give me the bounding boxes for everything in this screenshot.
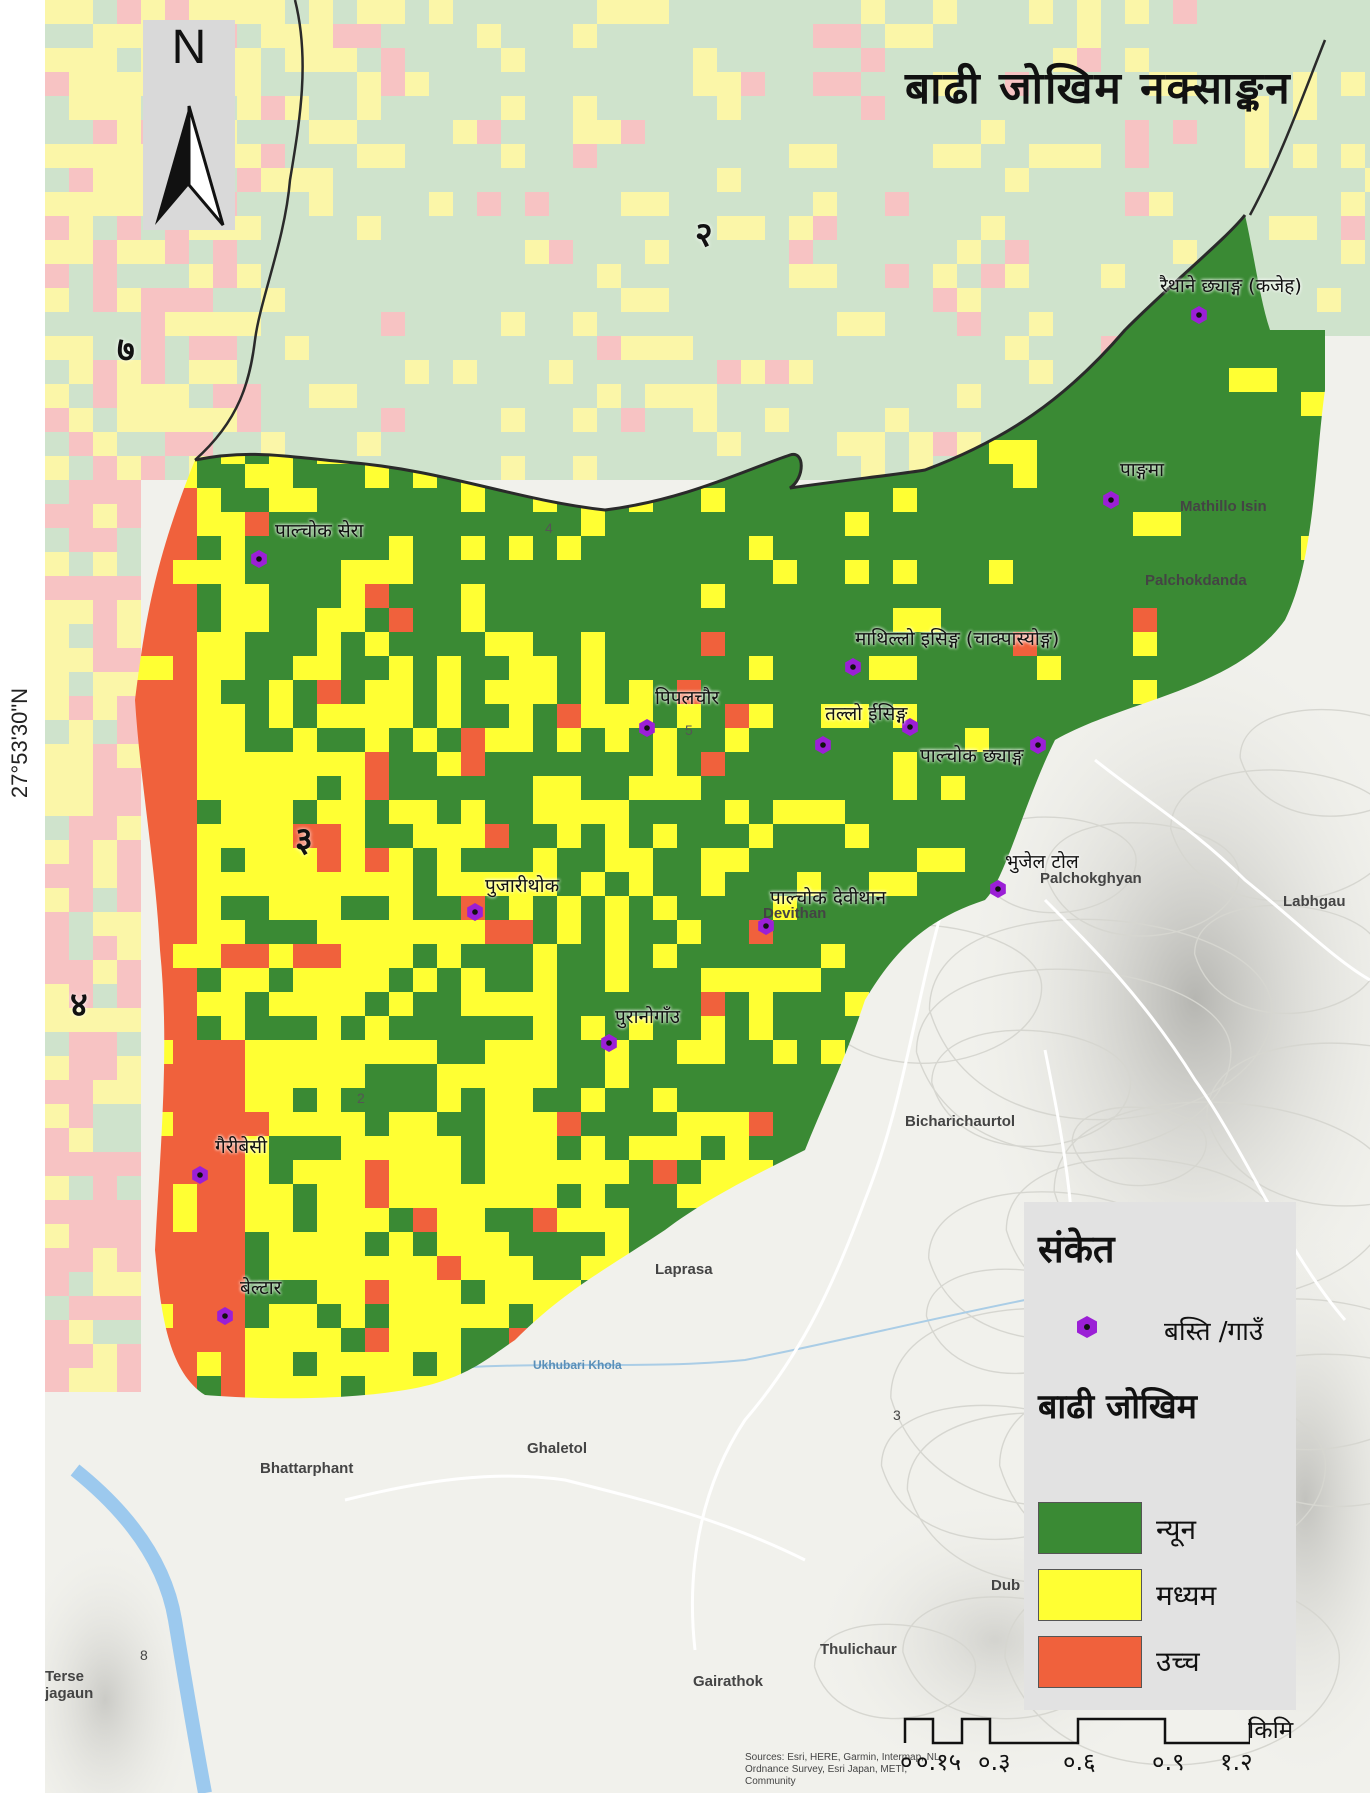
- basemap-label-ukhubari-khola: Ukhubari Khola: [533, 1358, 622, 1372]
- legend-class-low: न्यून: [1156, 1513, 1197, 1546]
- settlement-marker-beltar[interactable]: [217, 1307, 233, 1325]
- settlement-label-pipalchaur[interactable]: पिपलचौर: [655, 687, 720, 709]
- scale-bar: किमि ० ०.१५ ०.३ ०.६ ०.९ १.२: [900, 1715, 1300, 1785]
- basemap-label-laprasa: Laprasa: [655, 1261, 713, 1278]
- scale-tick-4: ०.९: [1152, 1748, 1185, 1776]
- settlement-marker-gauribesi[interactable]: [192, 1166, 208, 1184]
- legend-swatch-low: [1038, 1502, 1142, 1554]
- ward-boundary-7-2: [194, 0, 304, 461]
- legend-swatch-medium: [1038, 1569, 1142, 1621]
- ward-boundary-2-3: [194, 214, 1247, 512]
- settlement-label-palchok-sera[interactable]: पाल्चोक सेरा: [275, 520, 364, 542]
- north-arrow: N: [143, 20, 235, 230]
- basemap-label-bicharichaurtol: Bicharichaurtol: [905, 1113, 1016, 1130]
- grid-number-5: 5: [685, 722, 693, 738]
- settlement-label-puranogaun[interactable]: पुरानोगाँउ: [615, 1006, 680, 1028]
- settlement-marker-pujarithok[interactable]: [467, 903, 483, 921]
- settlement-label-palchok-devithan[interactable]: पाल्चोक देवीथान: [770, 887, 887, 909]
- settlement-marker-palchok-devithan[interactable]: [758, 917, 774, 935]
- basemap-label-devithan: Devithan: [763, 905, 827, 922]
- settlement-label-raithane-chhyang[interactable]: रैथाने छ्याङ्ग (कजेह): [1160, 275, 1302, 297]
- map-title: बाढी जोखिम नक्साङ्कन: [905, 63, 1292, 114]
- settlement-marker-mathillo-ising[interactable]: [845, 658, 861, 676]
- road-number-3: 3: [893, 1407, 901, 1423]
- latitude-label: 27°53'30"N: [7, 687, 32, 799]
- legend-class-medium: मध्यम: [1156, 1579, 1217, 1612]
- basemap-label-palchokghyan: Palchokghyan: [1040, 870, 1142, 887]
- legend-class-high: उच्च: [1156, 1645, 1200, 1678]
- map-legend: संकेत बस्ति /गाउँ बाढी जोखिम न्यून मध्यम…: [1024, 1202, 1296, 1710]
- road-number-8: 8: [140, 1647, 148, 1663]
- scale-tick-0: ०: [900, 1748, 913, 1776]
- basemap-label-ghaletol: Ghaletol: [527, 1440, 588, 1457]
- basemap-label-mathillo-isin: Mathillo Isin: [1180, 498, 1267, 515]
- settlement-marker-raithane-chhyang[interactable]: [1191, 306, 1207, 324]
- basemap-label-palchokdanda: Palchokdanda: [1145, 572, 1247, 589]
- river: [70, 1464, 212, 1793]
- legend-risk-title: बाढी जोखिम: [1038, 1387, 1197, 1427]
- settlement-label-mathillo-ising[interactable]: माथिल्लो इसिङ्ग (चाक्पास्योङ्ग): [855, 628, 1060, 650]
- settlement-label-gauribesi[interactable]: गैरीबेसी: [215, 1136, 268, 1158]
- basemap-label-bhattarphant: Bhattarphant: [260, 1460, 354, 1477]
- settlement-marker-palchok-chhyang[interactable]: [1030, 736, 1046, 754]
- ward-label-3: ३: [295, 820, 313, 860]
- basemap-label-dub: Dub: [991, 1577, 1021, 1594]
- settlement-marker-palchok-sera[interactable]: [251, 550, 267, 568]
- stream: [424, 1299, 1026, 1371]
- ward-boundary-2-east: [1248, 39, 1327, 216]
- settlement-label-palchok-chhyang[interactable]: पाल्चोक छ्याङ्ग: [920, 745, 1024, 767]
- settlement-label-tallo-ising[interactable]: तल्लो ईसिङ्ग: [825, 703, 908, 725]
- north-label: N: [171, 21, 207, 74]
- scale-tick-1: ०.१५: [916, 1748, 962, 1776]
- settlement-label-bhujel-tol[interactable]: भुजेल टोल: [1005, 851, 1079, 873]
- north-arrow-icon: [155, 105, 225, 226]
- scale-tick-5: १.२: [1220, 1748, 1253, 1776]
- legend-swatch-high: [1038, 1636, 1142, 1688]
- settlement-marker-extra[interactable]: [815, 736, 831, 754]
- settlement-marker-tallo-ising[interactable]: [902, 718, 918, 736]
- flood-risk-map: 8 3 2 5 4: [45, 0, 1370, 1793]
- settlement-label-pangma[interactable]: पाङ्गमा: [1120, 459, 1165, 481]
- ward-label-4: ४: [70, 985, 88, 1025]
- legend-title: संकेत: [1038, 1227, 1115, 1271]
- settlement-label-pujarithok[interactable]: पुजारीथोक: [485, 875, 560, 897]
- settlement-marker-puranogaun[interactable]: [601, 1034, 617, 1052]
- basemap-label-thulichaur: Thulichaur: [820, 1641, 897, 1658]
- scale-tick-3: ०.६: [1063, 1748, 1096, 1776]
- settlement-marker-pipalchaur[interactable]: [639, 719, 655, 737]
- map-attribution: Sources: Esri, HERE, Garmin, Intermap, N…: [745, 1752, 943, 1787]
- scale-tick-2: ०.३: [978, 1748, 1011, 1776]
- ward-label-2: २: [695, 215, 713, 255]
- grid-number-2: 2: [357, 1090, 365, 1106]
- settlement-marker-pangma[interactable]: [1103, 491, 1119, 509]
- scale-unit: किमि: [1248, 1716, 1294, 1744]
- scale-bar-graphic: [903, 1717, 1250, 1745]
- basemap-label-labhgau: Labhgau: [1283, 893, 1346, 910]
- map-frame[interactable]: 8 3 2 5 4 N बाढी जोखिम नक्साङ्कन २ ३ ४ ७…: [45, 0, 1370, 1793]
- legend-settlement-label: बस्ति /गाउँ: [1164, 1317, 1264, 1347]
- grid-number-4: 4: [545, 520, 553, 536]
- basemap-label-terse-jagaun: Terse jagaun: [45, 1668, 94, 1702]
- settlement-marker-bhujel-tol[interactable]: [990, 880, 1006, 898]
- settlement-marker-icon: [1077, 1316, 1097, 1338]
- ward-label-7: ७: [117, 330, 135, 370]
- basemap-label-gairathok: Gairathok: [693, 1673, 764, 1690]
- settlement-label-beltar[interactable]: बेल्टार: [240, 1277, 282, 1299]
